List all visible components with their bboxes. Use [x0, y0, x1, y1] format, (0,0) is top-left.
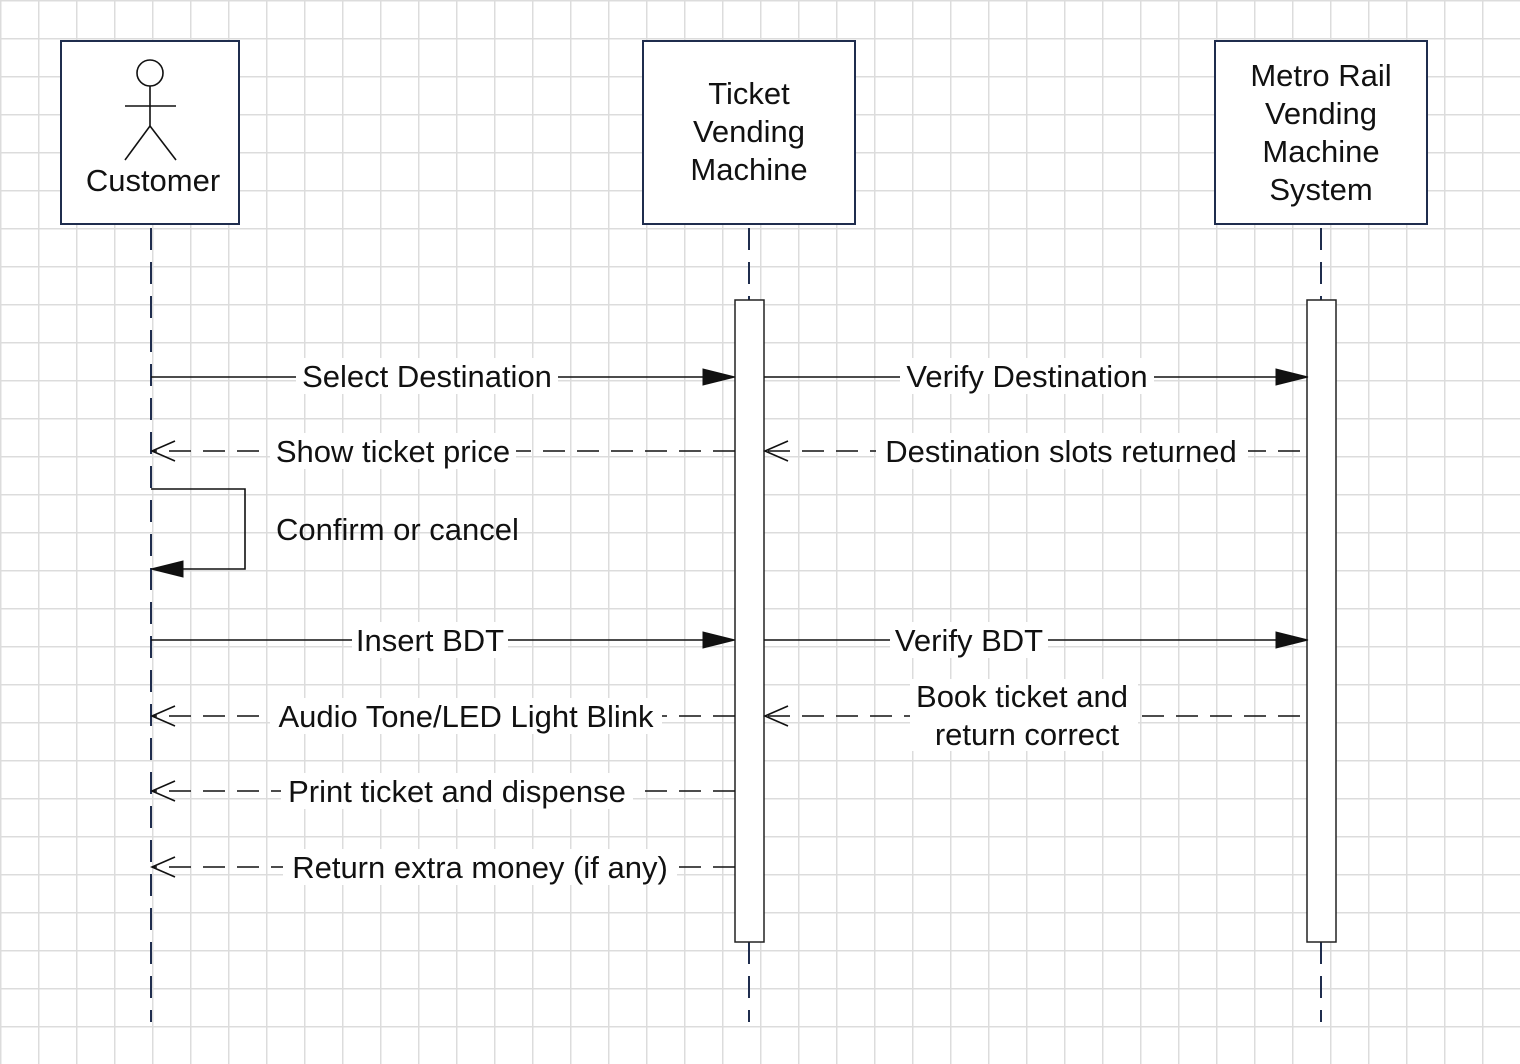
- machine-label-line-1: Ticket: [708, 76, 790, 111]
- open-arrowhead-icon: [149, 440, 176, 462]
- machine-label-line-3: Machine: [690, 152, 807, 187]
- message-book-ticket-return-correct[interactable]: Book ticket and return correct: [762, 679, 1300, 752]
- message-label: Verify BDT: [895, 623, 1043, 658]
- message-label: Insert BDT: [356, 623, 504, 658]
- machine-activation-bar: [734, 299, 765, 943]
- message-label: Verify Destination: [906, 359, 1147, 394]
- participant-customer[interactable]: Customer: [60, 40, 240, 225]
- system-activation-bar: [1306, 299, 1337, 943]
- open-arrowhead-icon: [149, 705, 176, 727]
- customer-label: Customer: [86, 163, 220, 198]
- machine-label-line-2: Vending: [693, 114, 805, 149]
- participant-ticket-vending-machine[interactable]: Ticket Vending Machine: [642, 40, 856, 225]
- system-label-line-3: Machine: [1262, 134, 1379, 169]
- filled-arrowhead-icon: [702, 368, 736, 386]
- open-arrowhead-icon: [762, 705, 789, 727]
- message-destination-slots-returned[interactable]: Destination slots returned: [762, 433, 1300, 469]
- message-label: Return extra money (if any): [292, 850, 668, 885]
- message-insert-bdt[interactable]: Insert BDT: [151, 622, 736, 658]
- message-label: Select Destination: [302, 359, 552, 394]
- system-box: [1214, 40, 1428, 225]
- system-label-line-1: Metro Rail: [1250, 58, 1391, 93]
- message-verify-destination[interactable]: Verify Destination: [764, 358, 1309, 394]
- message-print-ticket-dispense[interactable]: Print ticket and dispense: [149, 773, 735, 809]
- message-show-ticket-price[interactable]: Show ticket price: [149, 433, 735, 469]
- message-label-line-1: Book ticket and: [916, 679, 1128, 714]
- filled-arrowhead-icon: [702, 631, 736, 649]
- system-label-line-2: Vending: [1265, 96, 1377, 131]
- open-arrowhead-icon: [149, 856, 176, 878]
- system-label-line-4: System: [1269, 172, 1372, 207]
- message-confirm-or-cancel[interactable]: Confirm or cancel: [150, 488, 519, 578]
- message-select-destination[interactable]: Select Destination: [151, 358, 736, 394]
- filled-arrowhead-icon: [1275, 631, 1309, 649]
- message-audio-tone-led-blink[interactable]: Audio Tone/LED Light Blink: [149, 698, 735, 734]
- customer-box: [60, 40, 240, 225]
- open-arrowhead-icon: [149, 780, 176, 802]
- message-label: Print ticket and dispense: [288, 774, 626, 809]
- actor-stick-figure-icon: [124, 59, 177, 161]
- message-verify-bdt[interactable]: Verify BDT: [764, 622, 1309, 658]
- open-arrowhead-icon: [762, 440, 789, 462]
- filled-arrowhead-icon: [150, 560, 184, 578]
- message-label: Audio Tone/LED Light Blink: [278, 699, 654, 734]
- message-label-line-2: return correct: [935, 717, 1120, 752]
- message-label: Show ticket price: [276, 434, 510, 469]
- message-label: Destination slots returned: [885, 434, 1237, 469]
- message-label: Confirm or cancel: [276, 512, 519, 547]
- participant-metro-rail-system[interactable]: Metro Rail Vending Machine System: [1214, 40, 1428, 225]
- machine-box: [642, 40, 856, 225]
- message-return-extra-money[interactable]: Return extra money (if any): [149, 849, 735, 885]
- filled-arrowhead-icon: [1275, 368, 1309, 386]
